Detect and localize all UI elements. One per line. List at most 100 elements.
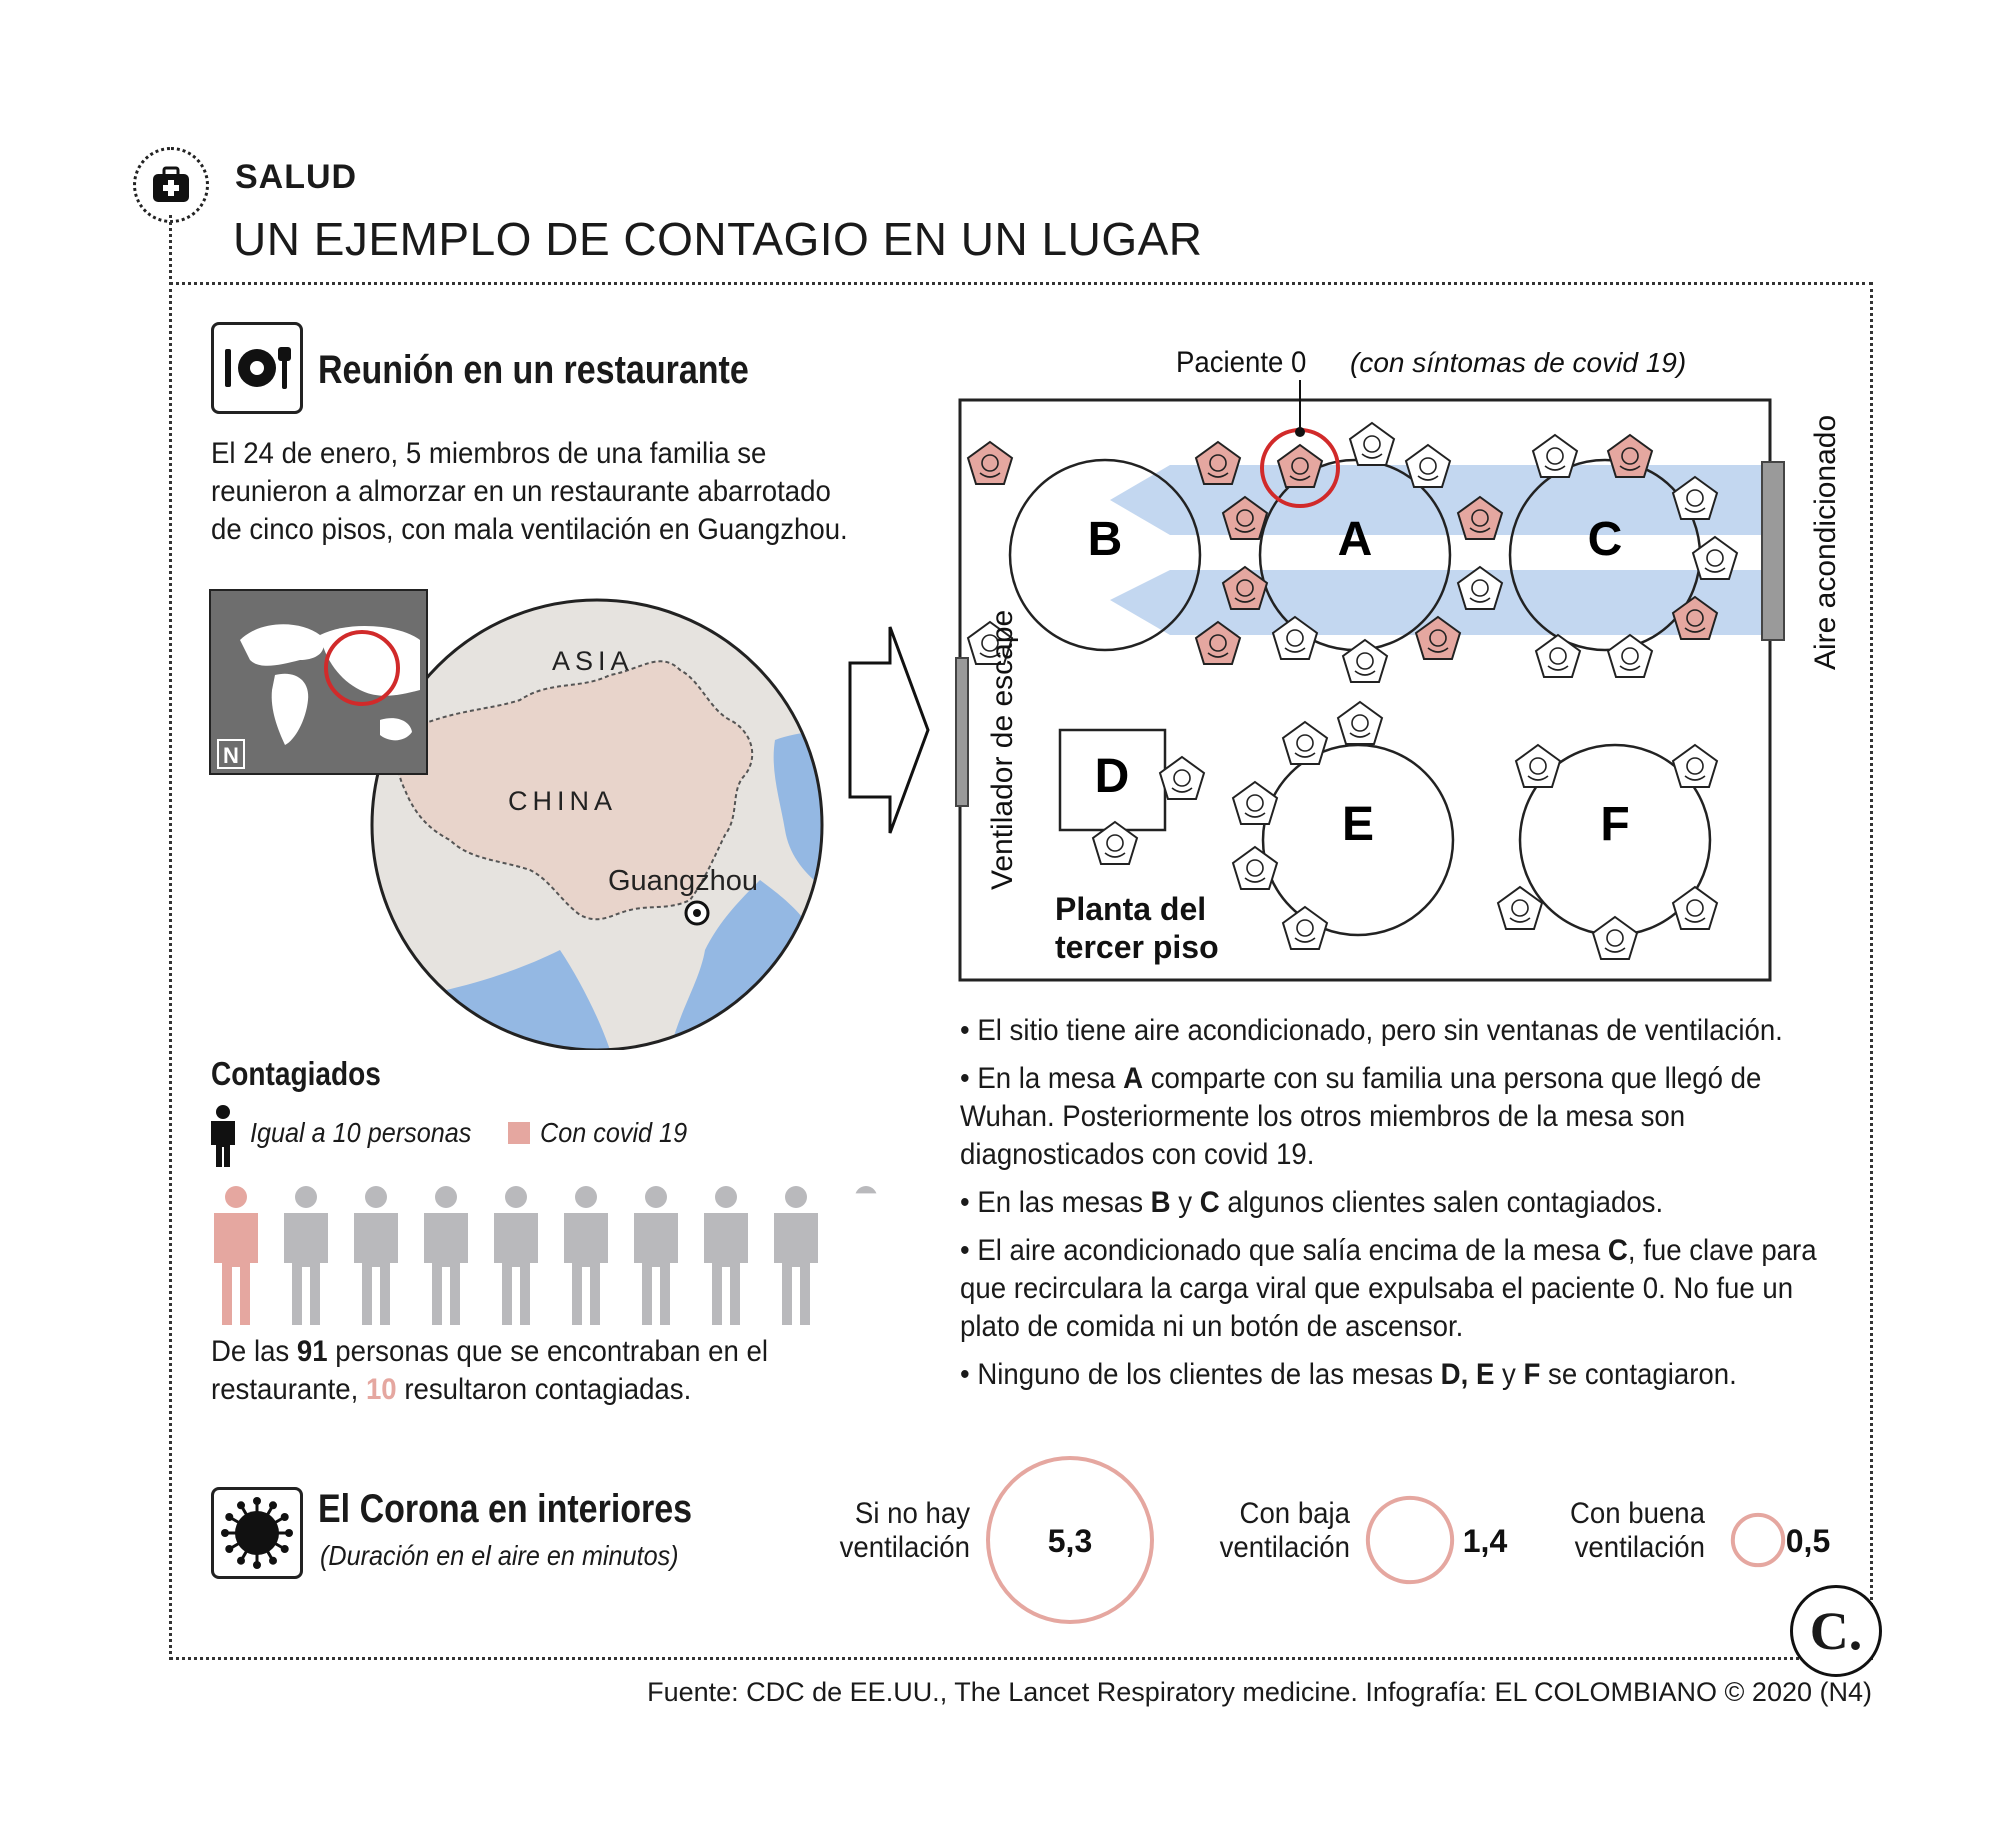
restaurant-heading: Reunión en un restaurante [318,348,749,392]
map-label-guangzhou: Guangzhou [608,865,758,897]
floor-plan: B A C D E F Paciente 0 (con síntomas de … [955,346,1842,982]
table-d [1058,728,1167,832]
frame-decoration [169,215,172,285]
seat [1194,440,1242,485]
person-icon [704,1186,748,1325]
floor-label: Planta del [1055,891,1206,927]
person-icon [214,1186,258,1325]
table-label-b: B [1088,513,1123,566]
person-icon [774,1186,818,1325]
seat [1606,633,1654,678]
bullet-item: • En las mesas B y C algunos clientes sa… [960,1186,1664,1219]
logo-letter: C. [1809,1601,1863,1661]
table-label-f: F [1600,798,1629,851]
arrow-right-icon [848,626,930,834]
seat [1231,780,1279,825]
table-b [1008,458,1202,652]
intro-line: de cinco pisos, con mala ventilación en … [211,513,848,546]
floor-label: tercer piso [1055,929,1219,965]
person-icon [424,1186,468,1325]
world-inset: N [209,589,428,775]
bullet-item: • En la mesa A comparte con su familia u… [960,1062,1762,1171]
bullet-item: • Ninguno de los clientes de las mesas D… [960,1358,1737,1391]
exhaust-label: Ventilador de escape [986,610,1019,890]
seat [966,440,1014,485]
person-icon [354,1186,398,1325]
salud-icon [133,147,209,223]
seat [1456,495,1504,540]
medical-kit-icon [153,166,189,202]
source-credit: Fuente: CDC de EE.UU., The Lancet Respir… [647,1677,1872,1707]
airflow-stream [1110,465,1770,635]
map-label-asia: ASIA [552,646,634,676]
seat [1281,720,1329,765]
duration-ring [1730,1512,1786,1568]
seat [1671,885,1719,930]
duration-ring [1365,1495,1455,1585]
person-icon [284,1186,328,1325]
legend-person-label: Igual a 10 personas [250,1117,472,1148]
map-graphic: N ASIA CHINA Guangzhou [209,589,824,1050]
patient-zero-label: Paciente 0 [1176,346,1306,379]
seat [1221,495,1269,540]
intro-line: reunieron a almorzar en un restaurante a… [211,475,831,508]
seat [1194,620,1242,665]
vent-label-low: Con baja ventilación [1219,1497,1350,1564]
duration-value: 1,4 [1463,1523,1508,1559]
seat [1534,633,1582,678]
seat [1276,443,1324,488]
virus-icon [221,1497,293,1569]
table-label-c: C [1588,513,1623,566]
table-label-e: E [1342,798,1374,851]
exhaust-fan [955,657,969,807]
person-icon [634,1186,678,1325]
globe-outline [370,598,824,1050]
seat [1514,743,1562,788]
seat [1496,885,1544,930]
duration-value: 0,5 [1786,1523,1830,1559]
seat [1336,700,1384,745]
seat [1691,535,1739,580]
seat [1671,595,1719,640]
seat [1531,433,1579,478]
seat [1341,638,1389,683]
person-legend-icon [211,1105,235,1167]
air-conditioner [1761,461,1785,641]
seat [1231,845,1279,890]
seat [1414,615,1462,660]
seat [1671,475,1719,520]
seat [1348,421,1396,466]
seat [1671,743,1719,788]
restaurant-intro: El 24 de enero, 5 miembros de una famili… [211,435,892,549]
ac-label: Aire acondicionado [1809,415,1842,670]
vent-label-good: Con buena ventilación [1569,1497,1705,1564]
seat [1158,755,1206,800]
virus-icon-box [211,1487,303,1579]
vent-label-none: Si no hay ventilación [839,1497,970,1564]
infected-heading: Contagiados [211,1055,381,1092]
map-label-china: CHINA [508,786,617,816]
content-frame [169,282,1873,1660]
seat [1271,615,1319,660]
seat [1281,905,1329,950]
publisher-logo: C. [1790,1585,1882,1677]
seat [1591,915,1639,960]
plate-cutlery-icon [225,347,291,389]
corona-subheading: (Duración en el aire en minutos) [320,1540,679,1571]
infected-pictogram [214,1186,877,1325]
bullet-item: • El sitio tiene aire acondicionado, per… [960,1014,1783,1047]
page-title: UN EJEMPLO DE CONTAGIO EN UN LUGAR [233,213,1203,265]
bullets-list: • El sitio tiene aire acondicionado, per… [960,1012,1920,1394]
legend-covid-label: Con covid 19 [540,1117,688,1148]
duration-ring [986,1456,1154,1624]
seat [966,620,1014,665]
person-icon [855,1186,877,1194]
seat [1091,820,1139,865]
person-icon [494,1186,538,1325]
seat [1456,565,1504,610]
person-icon [564,1186,608,1325]
corona-heading: El Corona en interiores [318,1487,693,1531]
seat [1221,565,1269,610]
bullet-item: • El aire acondicionado que salía encima… [960,1234,1817,1343]
